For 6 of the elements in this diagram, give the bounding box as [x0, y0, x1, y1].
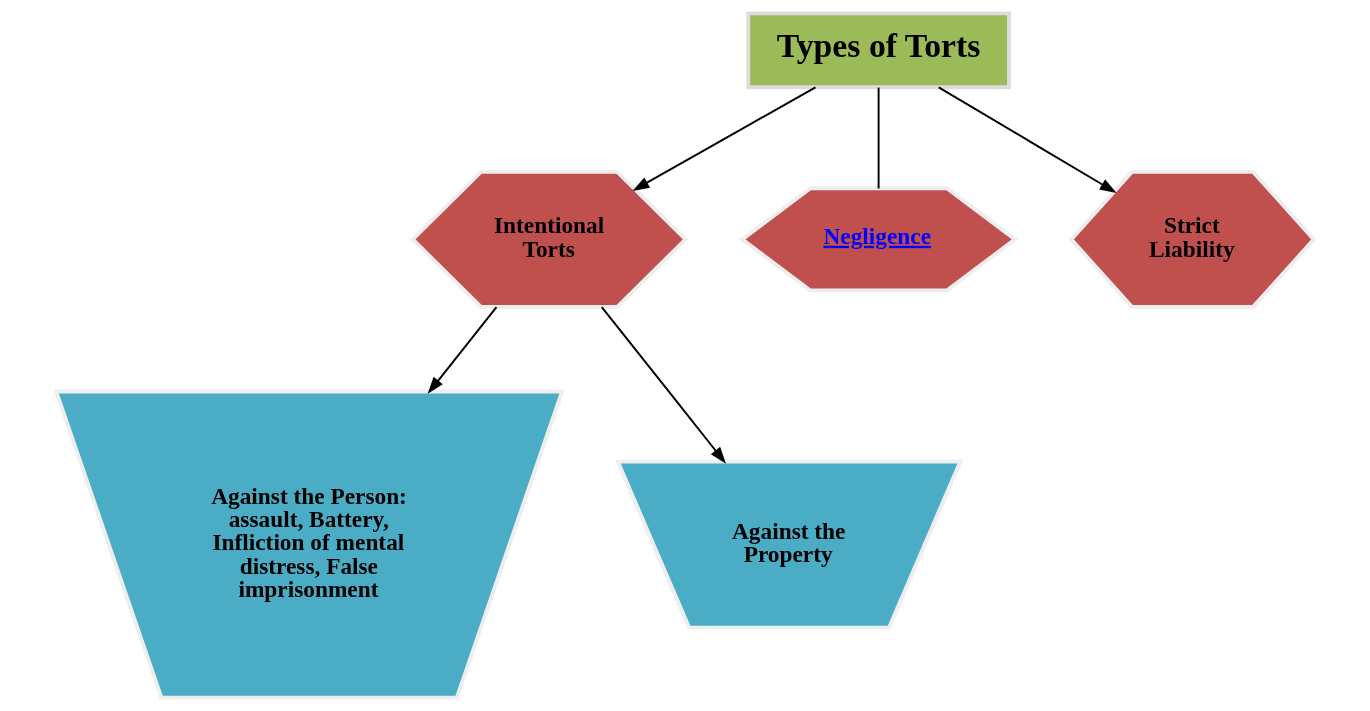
node-box: Types of Torts — [746, 11, 1011, 90]
arrow — [427, 306, 498, 394]
arrow — [600, 306, 726, 464]
arrow — [937, 86, 1117, 194]
connector — [877, 86, 880, 190]
arrow — [632, 86, 817, 191]
